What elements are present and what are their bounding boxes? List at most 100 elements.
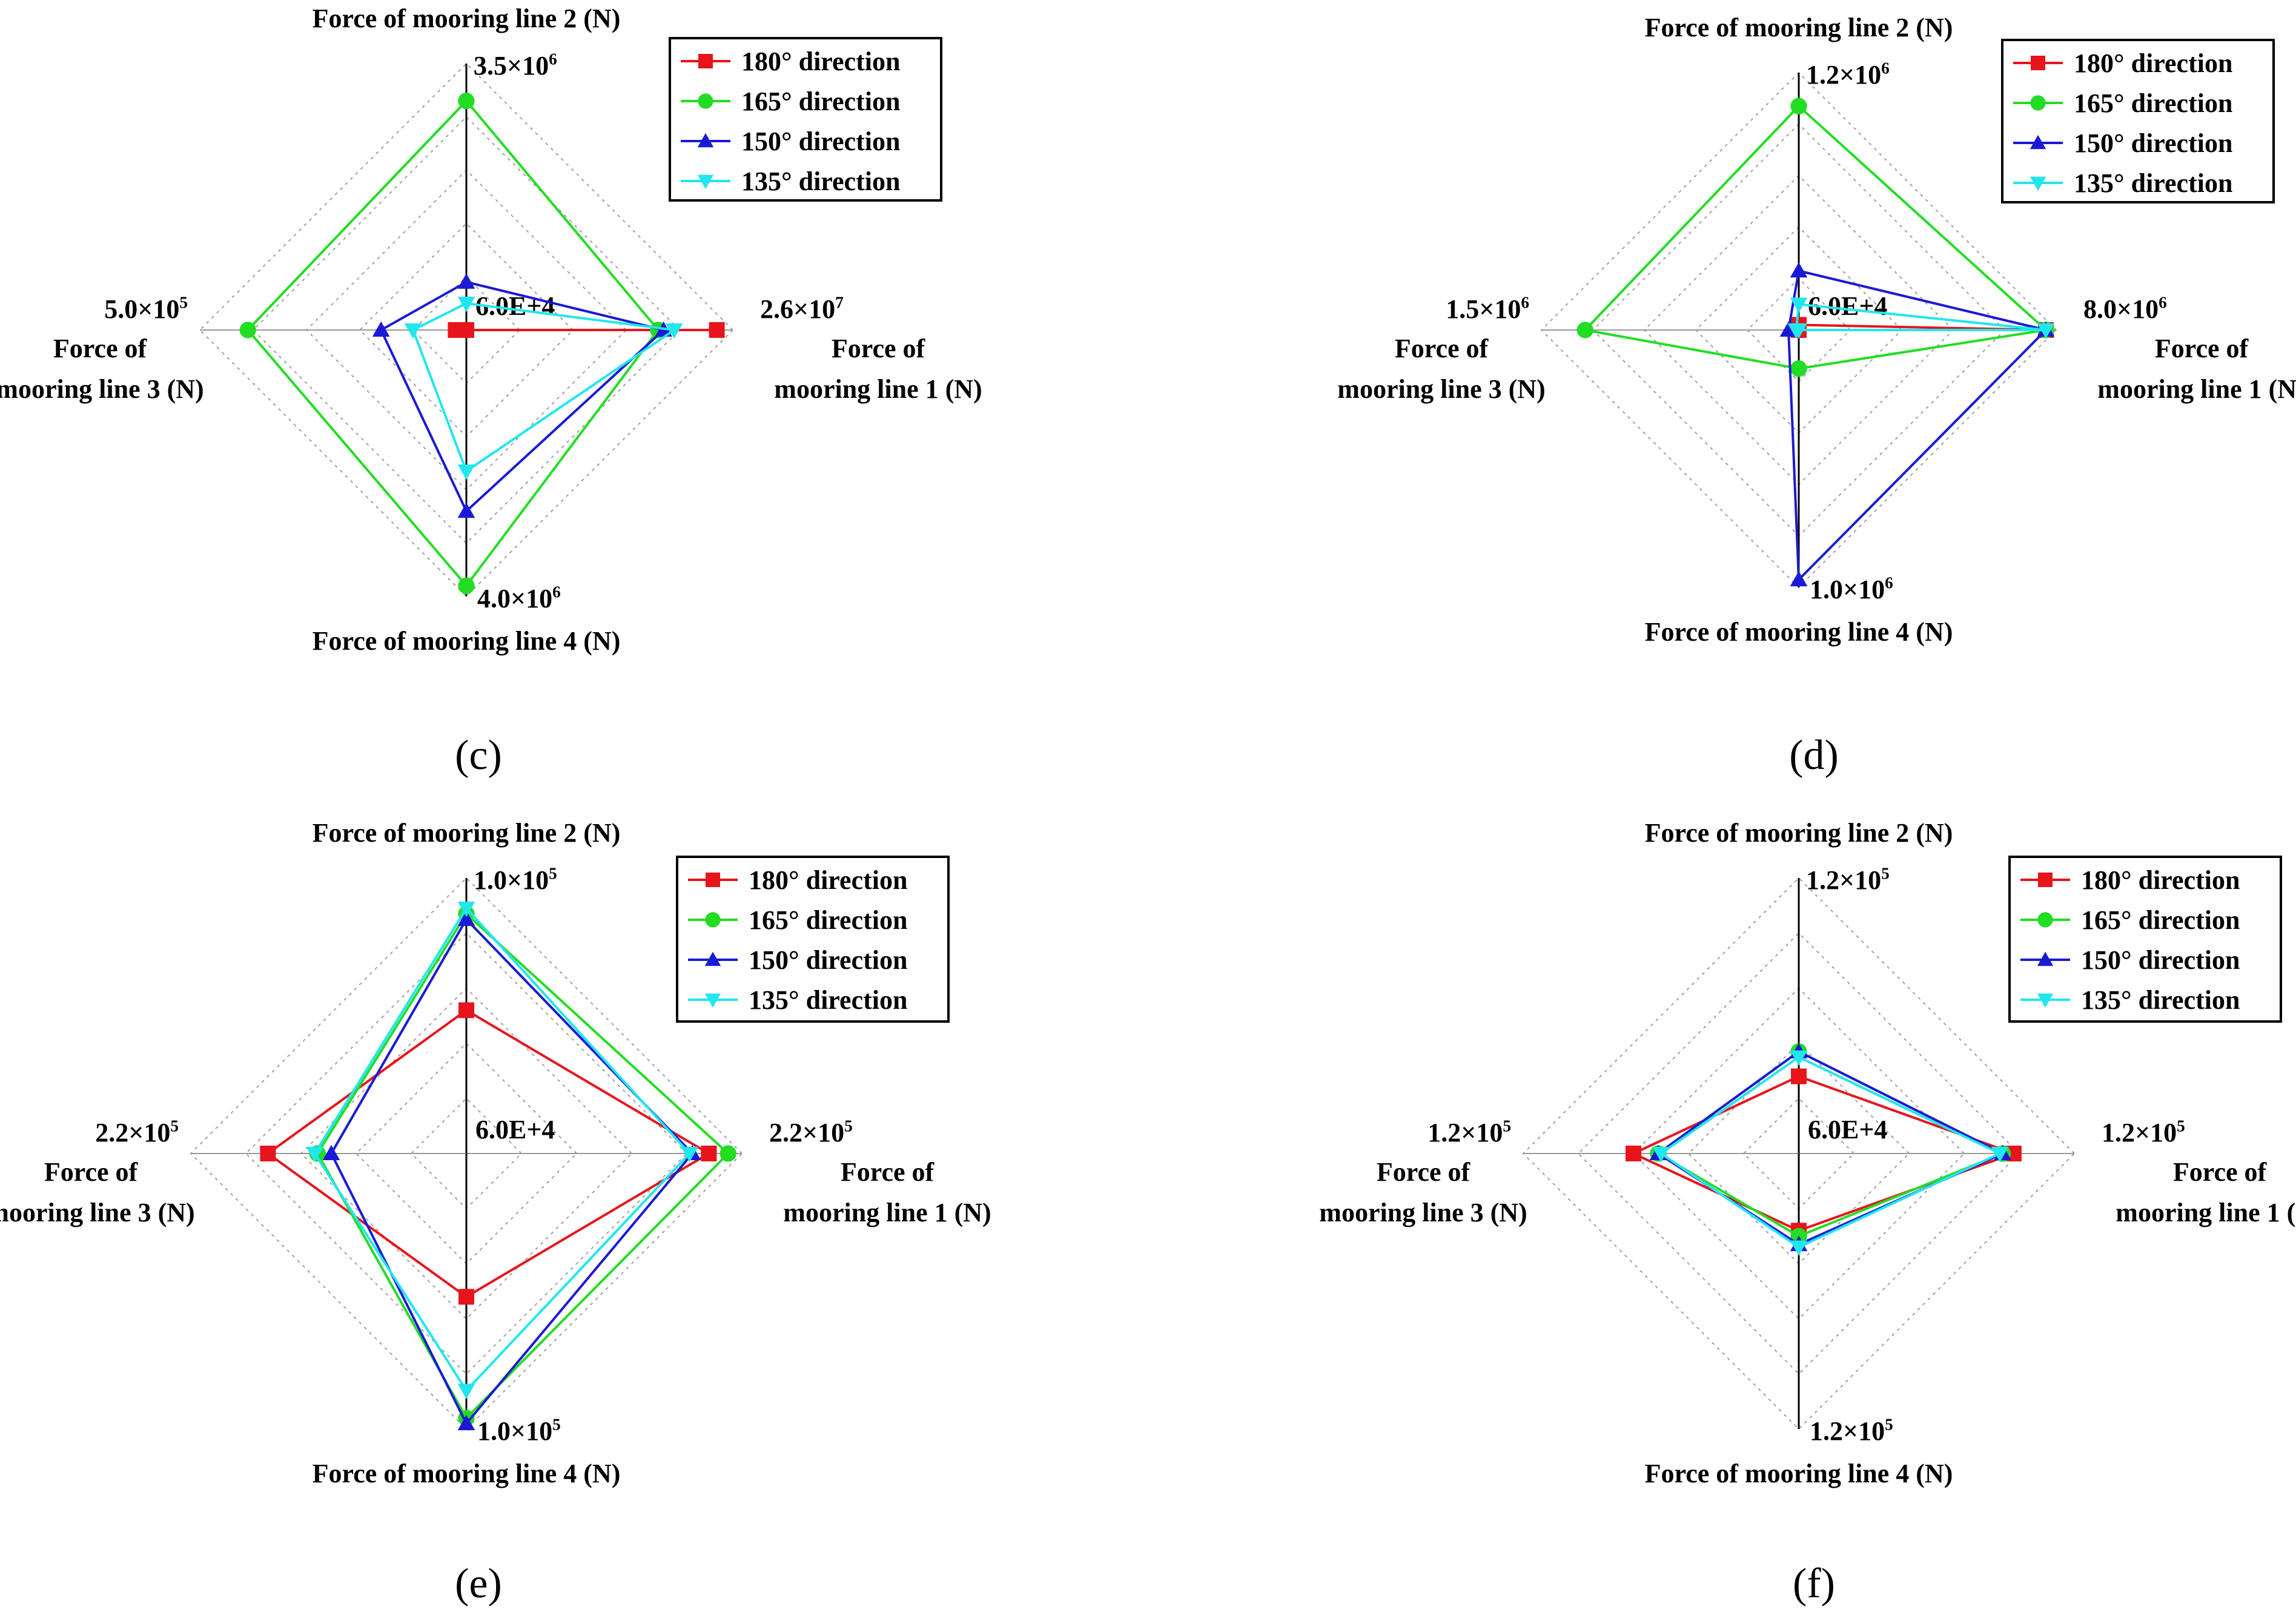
- legend-label-3: 135° direction: [2074, 168, 2232, 198]
- center-label: 6.0E+4: [475, 1115, 555, 1144]
- axis-title-line-2: Force of mooring line 2 (N): [1645, 818, 1953, 848]
- legend-marker-3: [697, 174, 714, 190]
- data-point-s3-line1: [665, 323, 683, 339]
- legend-label-0: 180° direction: [2081, 865, 2240, 895]
- legend-label-3: 135° direction: [749, 985, 907, 1015]
- data-point-s3-line4: [457, 464, 475, 480]
- data-point-s3-line2: [1790, 297, 1808, 313]
- axis-max-line-2-base: 1.2×10: [1806, 60, 1881, 90]
- legend-label-0: 180° direction: [2074, 48, 2232, 78]
- axis-max-line-4-base: 1.0×10: [1810, 575, 1885, 604]
- axis-max-line-1-base: 8.0×10: [2083, 294, 2159, 324]
- axis-max-line-3: 1.2×105: [1428, 1117, 1511, 1147]
- legend-marker-2: [704, 951, 721, 966]
- legend-marker-1: [2037, 912, 2053, 928]
- data-point-s2-line4: [457, 502, 475, 518]
- axis-title-line-3-part1: Force of: [1377, 1157, 1471, 1187]
- axis-max-line-1: 8.0×106: [2083, 293, 2167, 324]
- data-point-s0-line1: [709, 322, 725, 338]
- axis-max-line-4-exponent: 5: [552, 1415, 561, 1433]
- axis-max-line-3-exponent: 6: [1521, 293, 1529, 311]
- axis-max-line-1-base: 2.6×10: [760, 294, 835, 324]
- grid-ring: [252, 116, 681, 544]
- legend-marker-0: [2031, 56, 2045, 70]
- legend-label-1: 165° direction: [2074, 88, 2232, 118]
- axis-max-line-1-exponent: 7: [835, 293, 844, 311]
- data-point-s3-line1: [1991, 1146, 2009, 1163]
- legend-label-3: 135° direction: [741, 167, 900, 196]
- data-point-s0-line4: [458, 322, 474, 338]
- axis-title-line-3-part1: Force of: [53, 334, 148, 363]
- data-point-s3-line3: [1652, 1146, 1670, 1163]
- legend-label-0: 180° direction: [749, 865, 907, 895]
- legend: 180° direction 165° direction 150° directi…: [2008, 856, 2282, 1023]
- data-point-s0-line4: [458, 1289, 474, 1305]
- axis-title-line-1-part1: Force of: [2173, 1157, 2268, 1187]
- axis-title-line-3-part1: Force of: [44, 1157, 139, 1187]
- legend-label-3: 135° direction: [2081, 985, 2240, 1015]
- data-point-s2-line2: [457, 273, 475, 289]
- legend-marker-0: [706, 873, 720, 887]
- grid-ring: [1687, 1042, 1910, 1265]
- legend-marker-3: [704, 993, 721, 1008]
- data-point-s2-line4: [1790, 570, 1808, 587]
- data-point-s3-line2: [457, 902, 475, 917]
- legend-marker-2: [2030, 134, 2046, 150]
- axis-max-line-3: 2.2×105: [95, 1117, 179, 1147]
- axis-max-line-4-exponent: 5: [1885, 1415, 1893, 1433]
- axis-max-line-3: 5.0×105: [104, 293, 188, 324]
- data-point-s0-line3: [1626, 1146, 1641, 1161]
- data-point-s3-line1: [2037, 323, 2055, 339]
- axis-max-line-3: 1.5×106: [1446, 293, 1529, 324]
- axis-max-line-3-base: 1.2×10: [1428, 1118, 1503, 1147]
- legend-label-2: 150° direction: [2074, 128, 2232, 158]
- grid-ring: [410, 1097, 523, 1210]
- axis-max-line-1: 1.2×105: [2102, 1117, 2185, 1147]
- axis-max-line-3-base: 2.2×10: [95, 1118, 170, 1147]
- axis-max-line-2: 1.2×105: [1806, 864, 1890, 895]
- axis-max-line-2: 3.5×106: [474, 50, 557, 81]
- axis-title-line-4: Force of mooring line 4 (N): [313, 1459, 621, 1488]
- axis-title-line-1-part2: mooring line 1 (N): [2116, 1198, 2296, 1227]
- axis-max-line-4-exponent: 6: [1885, 573, 1893, 592]
- panel-label: (f): [1793, 1560, 1835, 1607]
- data-point-s2-line2: [457, 910, 475, 926]
- axis-max-line-3-base: 5.0×10: [104, 294, 179, 324]
- axis-title-line-3-part2: mooring line 3 (N): [0, 374, 204, 404]
- data-point-s2-line2: [1790, 262, 1808, 278]
- legend-marker-1: [698, 93, 713, 109]
- legend-marker-3: [2037, 993, 2054, 1008]
- axis-title-line-1-part1: Force of: [832, 334, 926, 363]
- legend-marker-0: [2038, 873, 2053, 887]
- legend-label-2: 150° direction: [2081, 945, 2240, 975]
- panel-label: (d): [1789, 732, 1839, 779]
- legend-marker-2: [697, 133, 714, 148]
- series-line-1: [316, 912, 730, 1421]
- axis-title-line-2: Force of mooring line 2 (N): [313, 818, 621, 848]
- legend-marker-0: [698, 54, 713, 68]
- axis-title-line-3-part2: mooring line 3 (N): [1337, 374, 1545, 404]
- axis-title-line-2: Force of mooring line 2 (N): [1645, 13, 1953, 42]
- data-point-s0-line2: [458, 1002, 474, 1018]
- axis-title-line-3-part2: mooring line 3 (N): [0, 1198, 195, 1227]
- axis-max-line-4-base: 1.2×10: [1810, 1416, 1885, 1446]
- axis-title-line-3-part2: mooring line 3 (N): [1319, 1198, 1527, 1227]
- data-point-s3-line2: [1790, 1050, 1808, 1066]
- axis-title-line-1-part1: Force of: [2155, 334, 2249, 363]
- axis-max-line-4-base: 4.0×10: [477, 584, 552, 613]
- legend-label-1: 165° direction: [2081, 905, 2240, 935]
- axis-max-line-3-exponent: 5: [179, 293, 188, 311]
- legend-box: [676, 856, 950, 1023]
- axis-max-line-4: 1.0×106: [1810, 573, 1893, 604]
- data-point-s3-line3: [404, 323, 422, 339]
- axis-title-line-4: Force of mooring line 4 (N): [1645, 1459, 1953, 1488]
- axis-title-line-1-part2: mooring line 1 (N): [2097, 374, 2296, 404]
- axis-max-line-2-exponent: 6: [1881, 59, 1890, 77]
- legend-box: [2001, 39, 2275, 203]
